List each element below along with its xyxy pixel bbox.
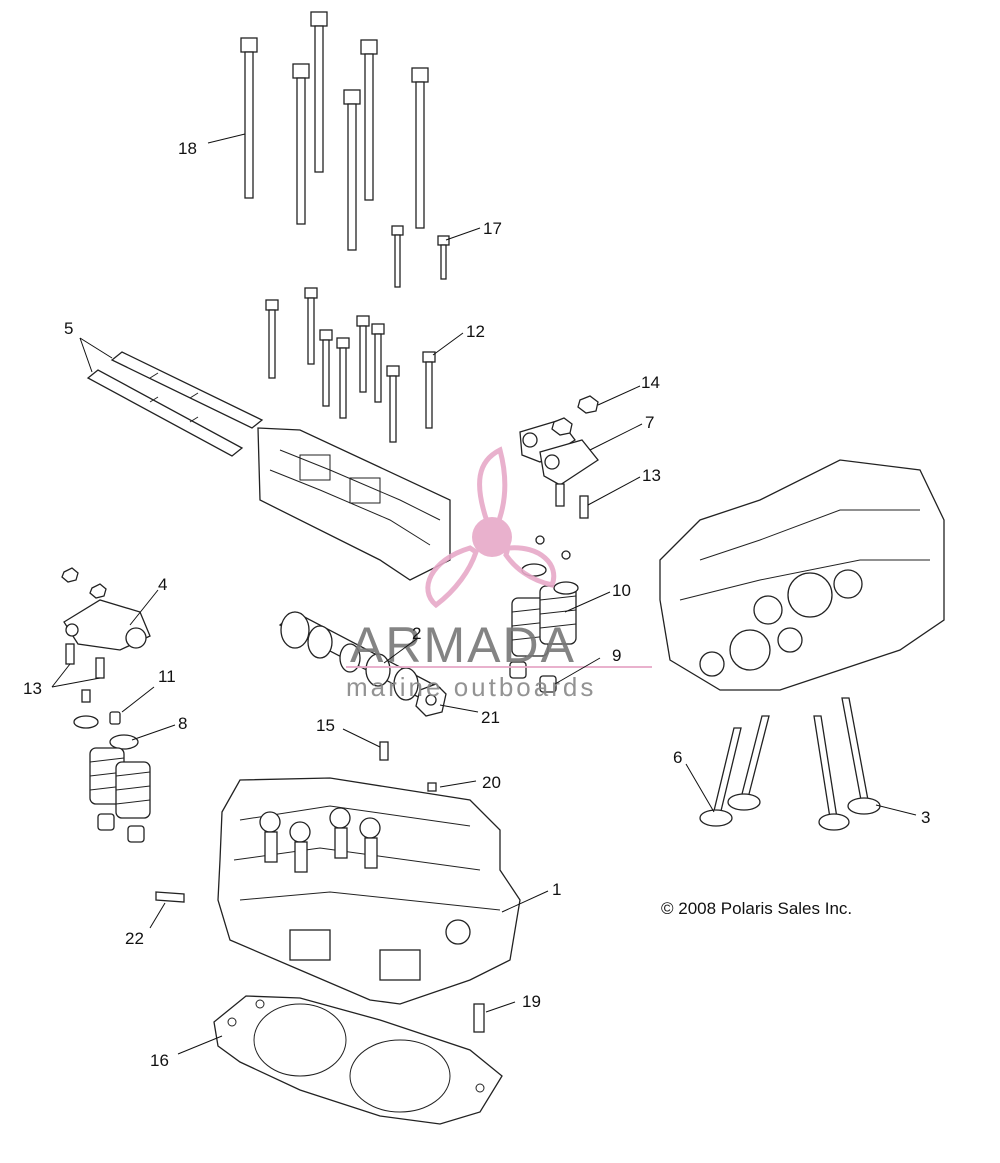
adjuster-screws-right bbox=[555, 483, 589, 519]
copyright-notice: © 2008 Polaris Sales Inc. bbox=[661, 899, 852, 918]
watermark: ARMADA marine outboards bbox=[346, 446, 652, 702]
medium-bolts bbox=[265, 287, 436, 443]
valve-springs-left bbox=[73, 711, 151, 843]
watermark-sub: marine outboards bbox=[346, 672, 596, 702]
callout-16: 16 bbox=[150, 1051, 169, 1070]
callout-21: 21 bbox=[481, 708, 500, 727]
head-gasket bbox=[213, 995, 503, 1125]
callout-10: 10 bbox=[612, 581, 631, 600]
small-bolts bbox=[391, 225, 450, 288]
cylinder-head bbox=[217, 777, 521, 1005]
callout-22: 22 bbox=[125, 929, 144, 948]
callout-2: 2 bbox=[412, 624, 421, 643]
callout-1: 1 bbox=[552, 880, 561, 899]
callout-3: 3 bbox=[921, 808, 930, 827]
camshaft-carrier bbox=[257, 427, 451, 581]
camshaft bbox=[278, 611, 447, 717]
rocker-arms-right bbox=[519, 395, 599, 486]
leader-lines bbox=[51, 133, 917, 1055]
callout-12: 12 bbox=[466, 322, 485, 341]
callout-18: 18 bbox=[178, 139, 197, 158]
callout-5: 5 bbox=[64, 319, 73, 338]
callout-14: 14 bbox=[641, 373, 660, 392]
callout-7: 7 bbox=[645, 413, 654, 432]
cylinder-head-iso bbox=[659, 459, 945, 691]
callout-4: 4 bbox=[158, 575, 167, 594]
callout-19: 19 bbox=[522, 992, 541, 1011]
valves bbox=[699, 697, 881, 831]
callout-15: 15 bbox=[316, 716, 335, 735]
callout-8: 8 bbox=[178, 714, 187, 733]
propeller-logo bbox=[425, 446, 557, 609]
head-bolts-long bbox=[240, 11, 429, 251]
callout-6: 6 bbox=[673, 748, 682, 767]
callout-11: 11 bbox=[158, 667, 176, 686]
callout-17: 17 bbox=[483, 219, 502, 238]
dowel-pins bbox=[155, 741, 485, 1033]
callout-9: 9 bbox=[612, 646, 621, 665]
watermark-brand: ARMADA bbox=[350, 617, 576, 673]
rocker-shafts bbox=[86, 351, 264, 457]
callouts: 1 2 3 4 5 6 7 8 9 10 11 12 13 13 14 15 1… bbox=[23, 139, 930, 1070]
callout-20: 20 bbox=[482, 773, 501, 792]
callout-13-left: 13 bbox=[23, 679, 42, 698]
callout-13-right: 13 bbox=[642, 466, 661, 485]
rocker-arm-left bbox=[61, 567, 151, 703]
